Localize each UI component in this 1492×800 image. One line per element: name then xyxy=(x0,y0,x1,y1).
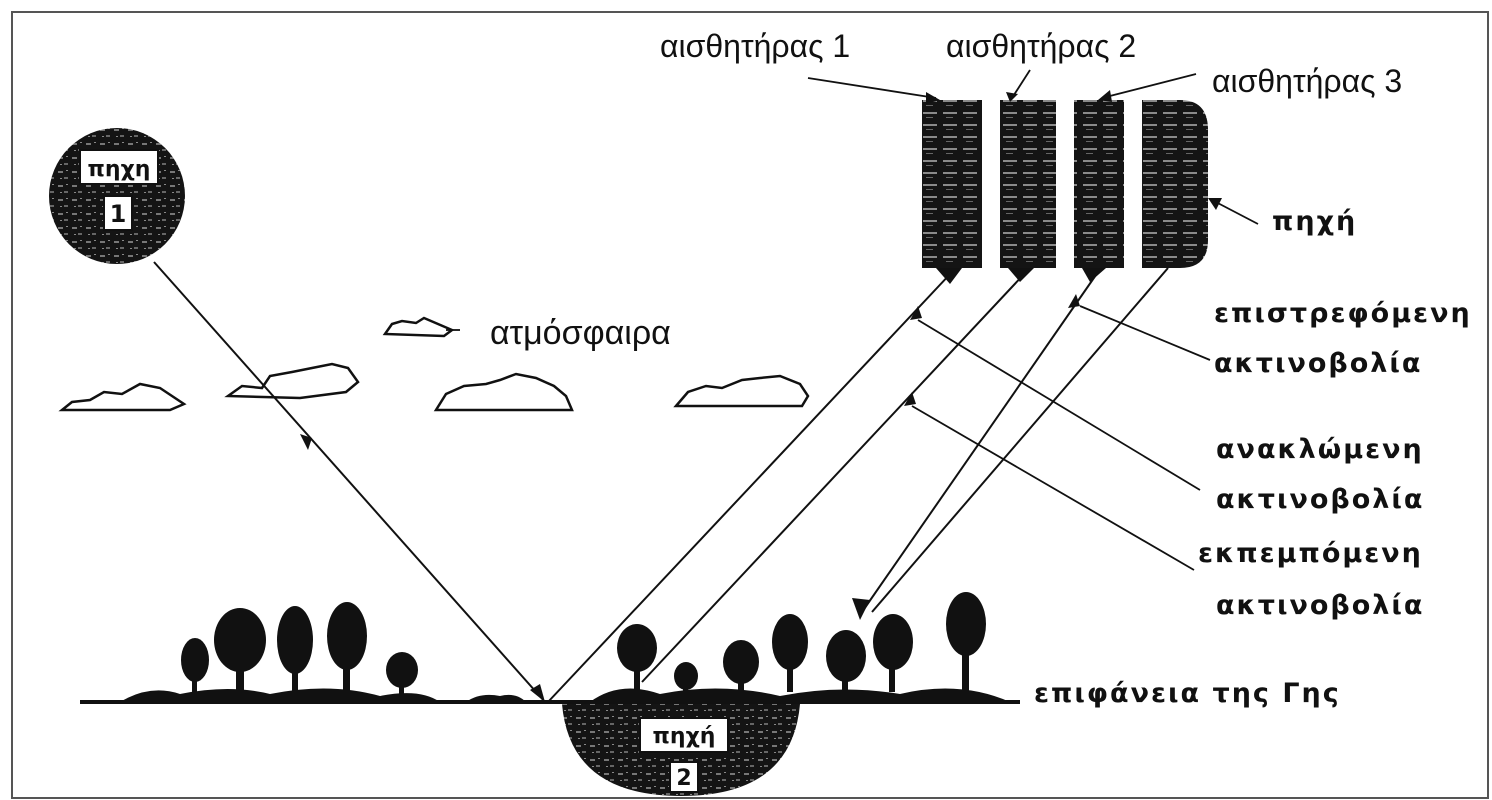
sensor-3-block xyxy=(1074,100,1124,282)
source-2-title-box xyxy=(639,717,729,753)
source-1-number: 1 xyxy=(110,200,127,228)
label-returned-2: ακτινοβολία xyxy=(1214,348,1422,379)
label-reflected-1: ανακλώμενη xyxy=(1216,434,1424,465)
label-emitted-1: εκπεμπόμενη xyxy=(1198,538,1423,569)
label-returned-1: επιστρεφόμενη xyxy=(1214,298,1472,329)
source-2-title: πηχή xyxy=(653,724,716,749)
reflected-ray-1 xyxy=(547,271,953,703)
label-reflected-2: ακτινοβολία xyxy=(1216,484,1424,515)
label-onboard-source: πηχή xyxy=(1272,206,1357,237)
onboard-source-block xyxy=(1142,100,1208,268)
sensor-1-block xyxy=(922,100,982,284)
label-atmosphere: ατμόσφαιρα xyxy=(490,314,671,352)
label-sensor-3: αισθητήρας 3 xyxy=(1212,63,1402,99)
source-1-title: πηχη xyxy=(88,157,151,182)
incoming-ray-arrow xyxy=(300,434,312,450)
emitted-ray-2 xyxy=(871,267,1169,613)
earth-surface-scene: πηχή 2 xyxy=(80,592,1020,796)
sensor-array xyxy=(922,100,1208,284)
label-sensor-1: αισθητήρας 1 xyxy=(660,28,850,64)
source-2-number-box xyxy=(669,761,699,793)
cloud-5 xyxy=(673,374,810,408)
radiation-rays xyxy=(153,261,1169,703)
text-labels: αισθητήρας 1 αισθητήρας 2 αισθητήρας 3 π… xyxy=(490,28,1472,709)
cloud-4 xyxy=(433,372,574,412)
emitted-ray-1 xyxy=(861,271,1099,613)
source-1-number-box xyxy=(103,195,133,231)
source-1-title-box xyxy=(79,149,159,185)
incoming-ray xyxy=(153,261,546,703)
cloud-3 xyxy=(224,362,360,400)
label-pointers xyxy=(446,69,1259,571)
reflected-ray-2 xyxy=(641,271,1027,683)
label-emitted-2: ακτινοβολία xyxy=(1216,590,1424,621)
cloud-2 xyxy=(58,382,187,412)
label-sensor-2: αισθητήρας 2 xyxy=(946,28,1136,64)
trees-left xyxy=(181,602,418,694)
source-1: πηχη 1 xyxy=(49,128,185,264)
clouds xyxy=(58,316,810,412)
cloud-1 xyxy=(382,316,455,338)
label-earth-surface: επιφάνεια της Γης xyxy=(1034,678,1341,709)
emitted-ray-arrow xyxy=(852,598,870,620)
source-2: πηχή 2 xyxy=(562,704,800,796)
sensor-2-block xyxy=(1000,100,1056,282)
trees-right xyxy=(617,592,986,694)
source-2-number: 2 xyxy=(676,766,691,791)
